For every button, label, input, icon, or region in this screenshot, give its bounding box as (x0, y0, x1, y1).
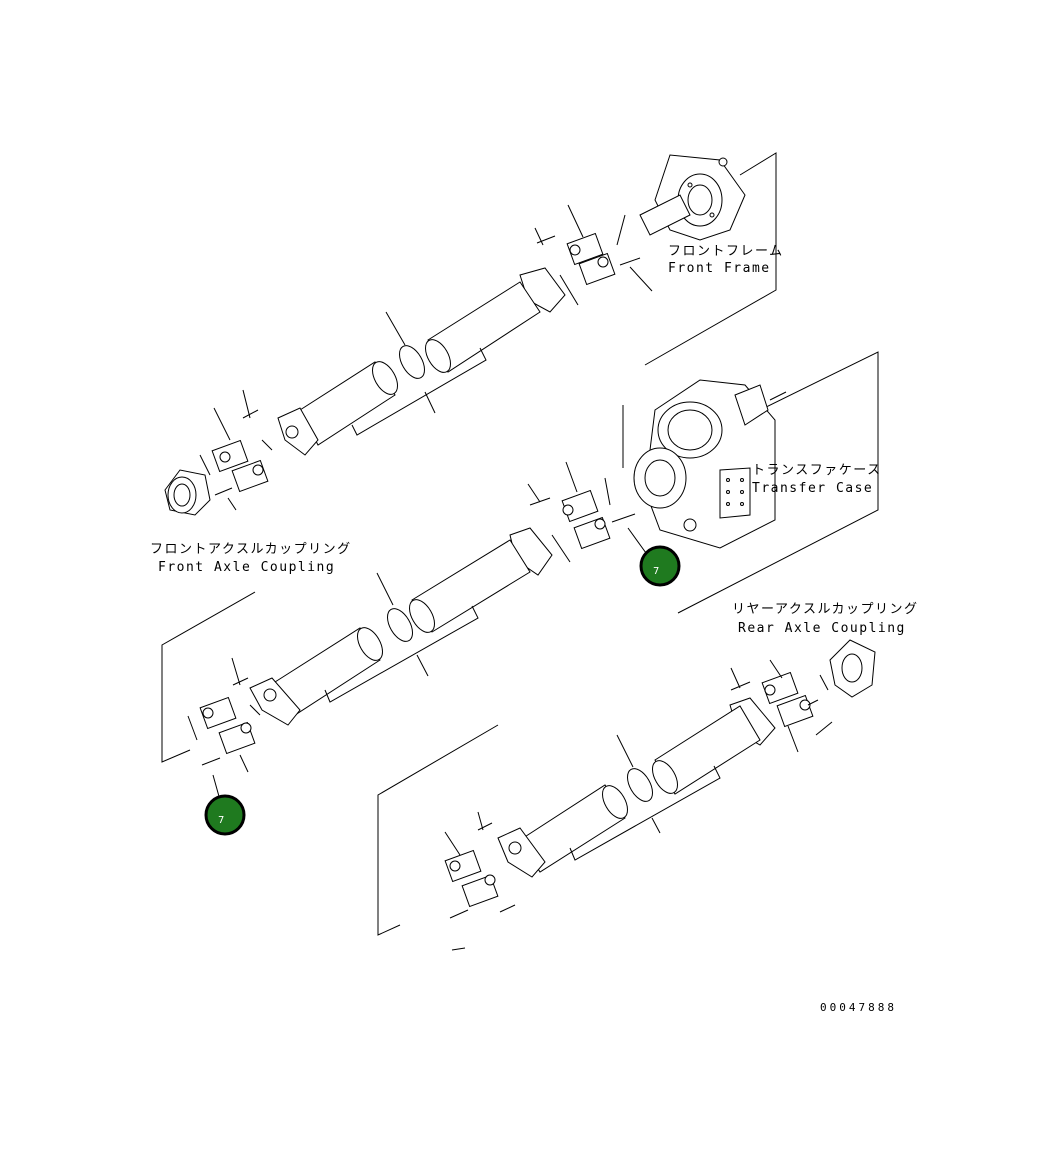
front-axle-coupling-label-en: Front Axle Coupling (158, 560, 335, 575)
universal-joint-spider (561, 489, 611, 550)
universal-joint-spider (566, 232, 616, 286)
transfer-case-housing (633, 379, 776, 549)
front-frame-label-en: Front Frame (668, 261, 771, 276)
universal-joint-spider (761, 671, 814, 728)
front-drive-shaft-assembly (164, 152, 777, 516)
drawing-code: 00047888 (820, 1001, 897, 1014)
front-frame-housing (639, 154, 746, 241)
transfer-case-drive-shaft-assembly (161, 351, 879, 801)
universal-joint-spider (199, 696, 256, 755)
universal-joint-spider (211, 439, 269, 493)
universal-joint-spider (444, 849, 499, 908)
callout-7-upper[interactable]: 7 (639, 545, 681, 587)
rear-drive-shaft-assembly (377, 639, 876, 951)
transfer-case-label-en: Transfer Case (752, 481, 873, 496)
transfer-case-label-jp: トランスファケース (752, 463, 882, 478)
callout-number: 7 (653, 566, 659, 577)
rear-axle-coupling-label-en: Rear Axle Coupling (738, 621, 906, 636)
front-frame-label-jp: フロントフレーム (668, 244, 784, 259)
callout-number: 7 (218, 815, 224, 826)
callout-7-lower[interactable]: 7 (204, 794, 246, 836)
rear-axle-coupling-label-jp: リヤーアクスルカップリング (732, 602, 919, 617)
front-axle-coupling-label-jp: フロントアクスルカップリング (150, 542, 352, 557)
